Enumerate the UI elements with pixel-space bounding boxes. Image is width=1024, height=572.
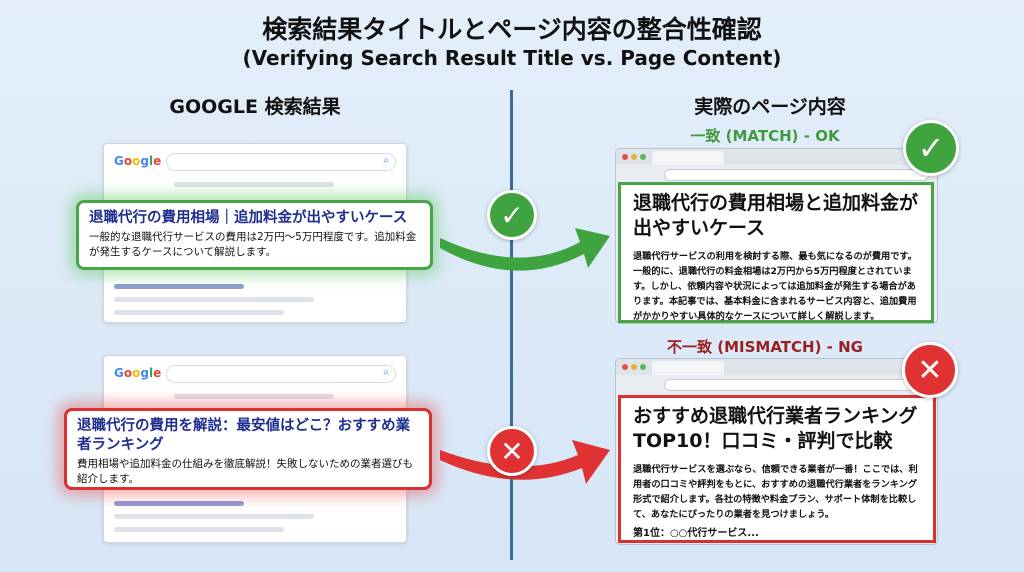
address-bar[interactable]	[664, 379, 929, 391]
x-icon: ✕	[487, 426, 537, 476]
snippet-description: 費用相場や追加料金の仕組みを徹底解説！失敗しないための業者選びも紹介します。	[77, 458, 413, 485]
page-footer: 第1位：○○代行サービス...	[633, 528, 759, 539]
page-heading: おすすめ退職代行業者ランキングTOP10！口コミ・評判で比較	[633, 405, 918, 452]
search-box[interactable]: ⌕	[166, 153, 396, 171]
left-header: GOOGLE 検索結果	[169, 96, 341, 118]
page-title: 検索結果タイトルとページ内容の整合性確認	[262, 15, 762, 44]
address-bar[interactable]	[664, 169, 929, 181]
verdict-mismatch: 不一致 (MISMATCH) - NG	[667, 338, 863, 356]
check-icon: ✓	[903, 120, 959, 176]
google-logo: Google	[114, 366, 162, 380]
arrow-mismatch	[440, 440, 610, 484]
page-content-match: 退職代行の費用相場と追加料金が出やすいケース 退職代行サービスの利用を検討する際…	[618, 182, 934, 323]
snippet-title[interactable]: 退職代行の費用相場｜追加料金が出やすいケース	[89, 210, 408, 226]
page-body: 退職代行サービスを選ぶなら、信頼できる業者が一番！ここでは、利用者の口コミや評判…	[633, 464, 918, 520]
google-logo: Google	[114, 154, 162, 168]
search-icon[interactable]: ⌕	[383, 367, 389, 378]
divider	[510, 90, 513, 560]
page-subtitle: (Verifying Search Result Title vs. Page …	[242, 46, 782, 70]
search-snippet-match[interactable]: 退職代行の費用相場｜追加料金が出やすいケース 一般的な退職代行サービスの費用は2…	[76, 200, 433, 270]
page-content-mismatch: おすすめ退職代行業者ランキングTOP10！口コミ・評判で比較 退職代行サービスを…	[618, 395, 936, 543]
snippet-title[interactable]: 退職代行の費用を解説：最安値はどこ？おすすめ業者ランキング	[77, 418, 411, 453]
search-icon[interactable]: ⌕	[383, 155, 389, 166]
right-header: 実際のページ内容	[694, 96, 846, 118]
verdict-match: 一致 (MATCH) - OK	[690, 127, 840, 145]
search-box[interactable]: ⌕	[166, 365, 396, 383]
search-snippet-mismatch[interactable]: 退職代行の費用を解説：最安値はどこ？おすすめ業者ランキング 費用相場や追加料金の…	[64, 408, 432, 490]
arrow-match	[440, 228, 610, 271]
check-icon: ✓	[487, 190, 537, 240]
x-icon: ✕	[902, 342, 958, 398]
snippet-description: 一般的な退職代行サービスの費用は2万円〜5万円程度です。追加料金が発生するケース…	[89, 231, 417, 258]
page-heading: 退職代行の費用相場と追加料金が出やすいケース	[633, 192, 919, 239]
page-body: 退職代行サービスの利用を検討する際、最も気になるのが費用です。一般的に、退職代行…	[633, 251, 917, 322]
